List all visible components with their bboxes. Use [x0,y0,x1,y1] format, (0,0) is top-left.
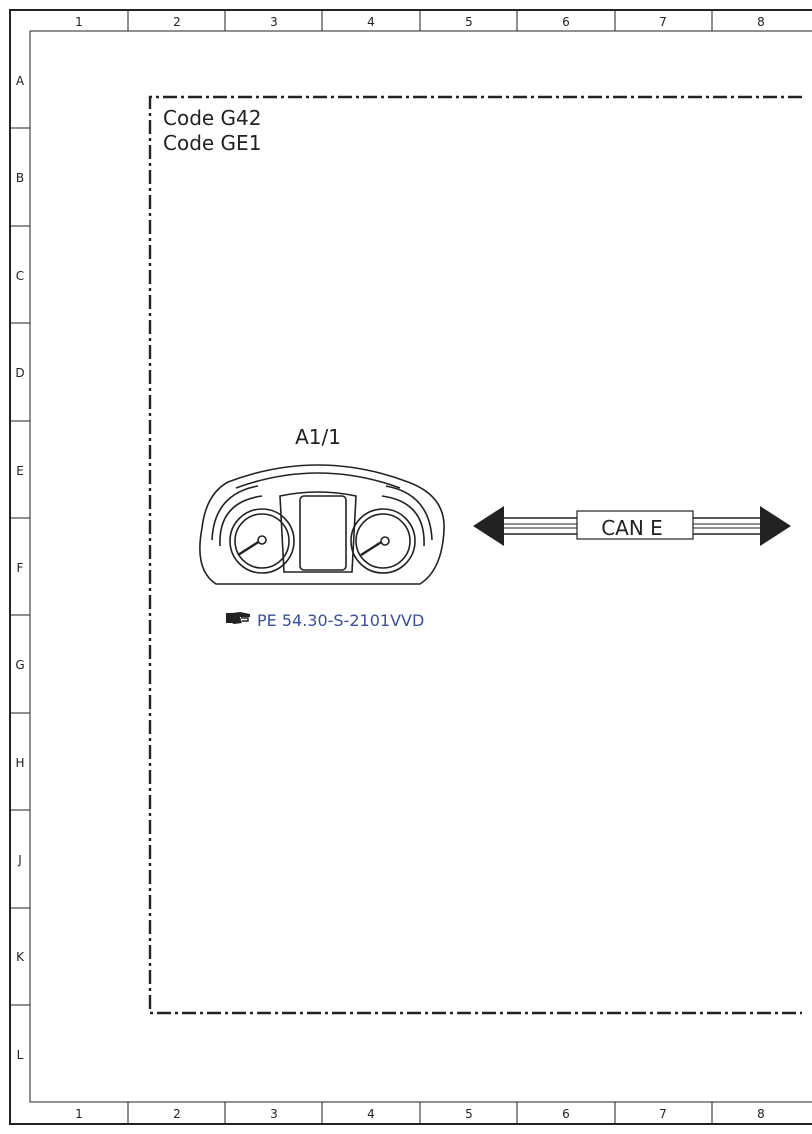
bus-label-box [576,510,694,540]
outer-frame [9,9,812,1125]
code-label: Code G42 [163,106,262,130]
row-label: G [15,658,24,672]
row-label: E [16,464,24,478]
col-label: 1 [75,1107,83,1121]
bus-label: CAN E [601,516,663,540]
col-label: 6 [562,1107,570,1121]
col-label: 3 [270,15,278,29]
col-label: 6 [562,15,570,29]
instrument-cluster-icon [199,464,445,585]
row-labels: A B C D E F G H J K L [15,74,25,1062]
row-ticks-left [10,127,30,1006]
col-label: 7 [659,1107,667,1121]
row-label: D [15,366,24,380]
col-label: 8 [757,1107,765,1121]
code-boundary-box [148,95,802,1015]
col-label: 4 [367,1107,375,1121]
col-label: 2 [173,15,181,29]
col-label: 7 [659,15,667,29]
row-label: J [17,853,22,867]
row-label: B [16,171,24,185]
col-label: 2 [173,1107,181,1121]
reference-link[interactable]: PE 54.30-S-2101VVD [257,611,424,630]
component-label: A1/1 [295,425,341,449]
row-label: L [17,1048,24,1062]
col-label: 4 [367,15,375,29]
col-label: 5 [465,15,473,29]
row-label: K [16,950,25,964]
column-ticks-bottom [127,1102,713,1124]
column-labels-top: 1 2 3 4 5 6 7 8 [75,15,765,29]
col-label: 1 [75,15,83,29]
row-label: F [17,561,24,575]
col-label: 5 [465,1107,473,1121]
column-ticks-top [127,10,713,31]
col-label: 8 [757,15,765,29]
pointing-hand-icon [226,612,250,624]
row-label: A [16,74,25,88]
inner-frame [29,30,812,1103]
code-label: Code GE1 [163,131,261,155]
column-labels-bottom: 1 2 3 4 5 6 7 8 [75,1107,765,1121]
row-label: C [16,269,24,283]
col-label: 3 [270,1107,278,1121]
row-label: H [15,756,24,770]
